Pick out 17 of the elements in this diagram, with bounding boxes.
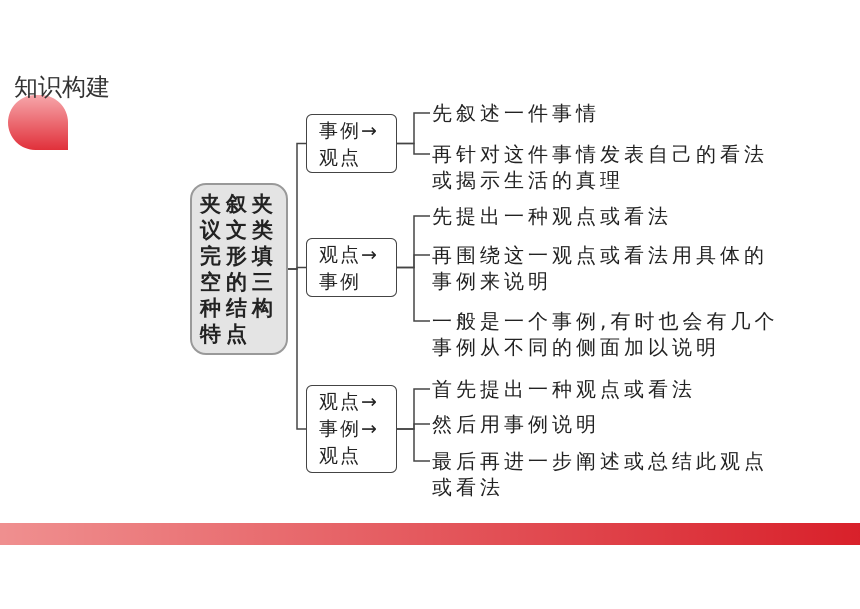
structure-box: 观点→事例→观点 bbox=[306, 385, 397, 473]
topic-box: 夹叙夹议文类完形填空的三种结构特点 bbox=[190, 183, 288, 355]
point-text: 首先提出一种观点或看法 bbox=[432, 376, 782, 402]
structure-box: 事例→观点 bbox=[306, 114, 397, 173]
title: 知识构建 bbox=[14, 72, 110, 102]
point-text: 最后再进一步阐述或总结此观点或看法 bbox=[432, 448, 782, 500]
structure-box: 观点→事例 bbox=[306, 238, 397, 297]
point-text: 再针对这件事情发表自己的看法或揭示生活的真理 bbox=[432, 141, 782, 193]
point-text: 先提出一种观点或看法 bbox=[432, 203, 782, 229]
connector bbox=[397, 266, 430, 322]
connector bbox=[397, 142, 430, 155]
connector bbox=[397, 428, 430, 462]
point-text: 先叙述一件事情 bbox=[432, 100, 782, 126]
connector bbox=[288, 268, 306, 430]
point-text: 一般是一个事例,有时也会有几个事例从不同的侧面加以说明 bbox=[432, 308, 782, 360]
point-text: 再围绕这一观点或看法用具体的事例来说明 bbox=[432, 242, 782, 294]
point-text: 然后用事例说明 bbox=[432, 411, 782, 437]
